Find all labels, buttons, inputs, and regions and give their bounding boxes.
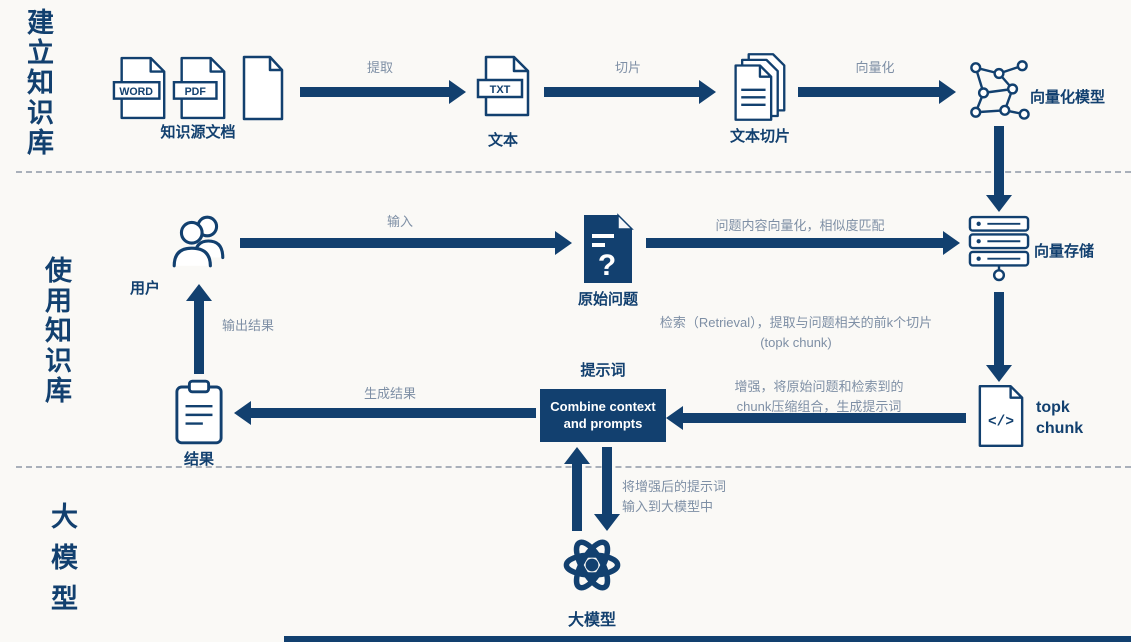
arrow-generate [234, 401, 536, 425]
arrow-match-label: 问题内容向量化，相似度匹配 [715, 218, 885, 233]
arrow-retrieval [986, 292, 1012, 382]
arrow-extract [300, 80, 466, 104]
arrow-model-to-prompt [564, 447, 590, 531]
arrow-generate-label: 生成结果 [363, 386, 416, 401]
text-chunks-icon [730, 52, 788, 122]
vector-store-label: 向量存储 [1034, 243, 1095, 260]
vector-model-icon [968, 58, 1030, 120]
vector-store-icon [968, 214, 1030, 284]
svg-text:WORD: WORD [119, 86, 153, 98]
svg-text:TXT: TXT [490, 84, 511, 96]
arrow-input [240, 231, 572, 255]
retrieval-note-line1: 检索（Retrieval），提取与问题相关的前k个切片 [659, 315, 933, 330]
arrow-output-label: 输出结果 [221, 318, 274, 333]
section-divider-top [16, 171, 1131, 173]
llm-label: 大模型 [567, 612, 616, 629]
arrow-slice [544, 80, 716, 104]
result-label: 结果 [183, 451, 214, 468]
to-model-note: 将增强后的提示词 输入到大模型中 [622, 477, 752, 516]
section-label-model: 大模型 [47, 502, 77, 625]
arrow-augment [666, 406, 966, 430]
svg-text:?: ? [598, 249, 616, 282]
text-chunks-label: 文本切片 [729, 128, 790, 145]
prompt-label: 提示词 [580, 362, 626, 379]
question-document-icon: ? [580, 213, 636, 285]
to-model-note-line2: 输入到大模型中 [622, 498, 714, 514]
topk-chunk-label: topk chunk [1036, 399, 1084, 437]
word-document-icon: WORD [112, 56, 170, 120]
arrow-input-label: 输入 [386, 214, 413, 229]
section-label-build: 建立知识库 [23, 8, 53, 158]
topk-chunk-icon: </> [976, 384, 1026, 448]
retrieval-note-line2: (topk chunk) [760, 334, 832, 350]
blank-document-icon [236, 55, 288, 121]
user-icon [168, 210, 230, 272]
text-label: 文本 [487, 132, 518, 149]
retrieval-note: 检索（Retrieval），提取与问题相关的前k个切片 (topk chunk) [628, 313, 964, 352]
augment-note-line1: 增强，将原始问题和检索到的 [734, 379, 904, 394]
arrow-extract-label: 提取 [366, 60, 393, 75]
to-model-note-line1: 将增强后的提示词 [622, 479, 727, 494]
arrow-slice-label: 切片 [614, 60, 641, 75]
arrow-prompt-to-model [594, 447, 620, 531]
llm-atom-icon [560, 533, 624, 597]
pdf-document-icon: PDF [172, 56, 230, 120]
arrow-vectorize [798, 80, 956, 104]
svg-text:</>: </> [988, 415, 1014, 431]
bottom-accent-bar [284, 636, 1131, 642]
augment-note-line2: chunk压缩组合，生成提示词 [736, 398, 902, 414]
arrow-model-to-store [986, 126, 1012, 212]
arrow-vectorize-label: 向量化 [855, 60, 895, 75]
question-label: 原始问题 [577, 291, 638, 308]
svg-text:PDF: PDF [185, 86, 207, 98]
section-label-use: 使用知识库 [41, 256, 71, 406]
arrow-output [186, 284, 212, 374]
combine-context-box: Combine context and prompts [540, 389, 666, 442]
arrow-match [646, 231, 960, 255]
source-docs-label: 知识源文档 [160, 124, 236, 141]
augment-note: 增强，将原始问题和检索到的 chunk压缩组合，生成提示词 [688, 377, 950, 416]
result-icon [174, 378, 224, 446]
vector-model-label: 向量化模型 [1030, 89, 1106, 106]
user-label: 用户 [129, 280, 160, 297]
txt-document-icon: TXT [476, 55, 532, 117]
